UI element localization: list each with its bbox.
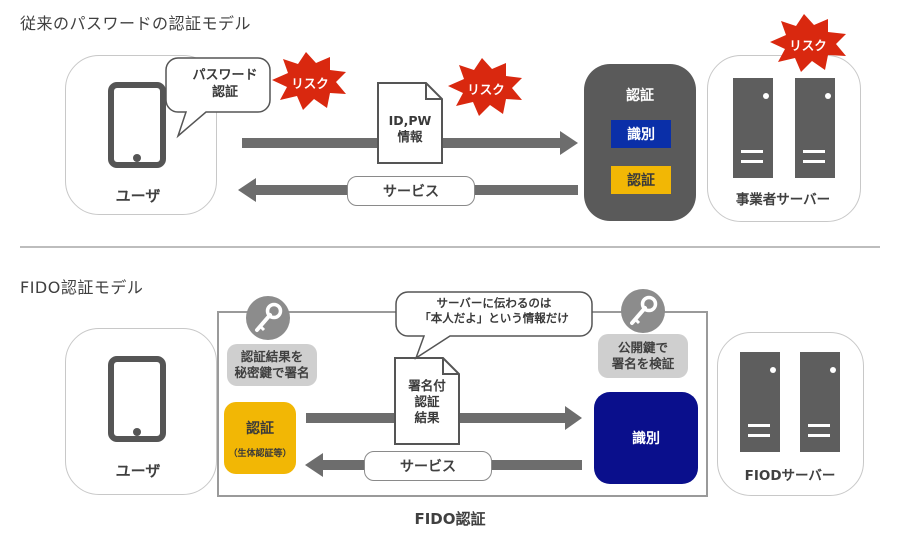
doc-line-1: ID,PW — [388, 113, 432, 128]
fido-auth-box-title: 認証 — [246, 420, 274, 437]
sign-badge-line-2: 秘密鍵で署名 — [234, 365, 310, 380]
password-speech-bubble — [165, 57, 271, 139]
idpw-document-icon — [377, 82, 443, 164]
bubble-line-2: 認証 — [211, 85, 238, 100]
signed-document-icon — [394, 357, 460, 445]
risk-burst-3 — [770, 14, 846, 72]
server-label: 事業者サーバー — [735, 192, 831, 208]
idpw-document-text: ID,PW 情報 — [378, 113, 442, 145]
fido-service-pill: サービス — [364, 451, 492, 481]
sign-badge-line-1: 認証結果を — [240, 349, 304, 364]
fido-doc-line-3: 結果 — [414, 410, 440, 425]
section-divider — [20, 246, 880, 248]
risk-burst-2 — [448, 58, 522, 116]
fido-auth-box: 認証 （生体認証等） — [224, 402, 296, 474]
signed-document-text: 署名付 認証 結果 — [395, 378, 459, 426]
tablet-icon — [108, 82, 166, 168]
risk-burst-1 — [272, 52, 346, 110]
private-key-icon — [246, 296, 290, 340]
fido-speech-bubble — [395, 291, 593, 360]
bubble-line-1: パスワード — [192, 68, 258, 83]
fido-auth-box-sub: （生体認証等） — [228, 448, 292, 459]
fido-bubble-text: サーバーに伝わるのは 「本人だよ」という情報だけ — [398, 296, 590, 326]
auth-box-title: 認証 — [626, 88, 654, 104]
traditional-title: 従来のパスワードの認証モデル — [20, 14, 252, 33]
verify-badge: 公開鍵で 署名を検証 — [598, 334, 688, 378]
password-bubble-text: パスワード 認証 — [175, 62, 275, 106]
fido-user-label: ユーザ — [115, 462, 161, 480]
verify-badge-line-2: 署名を検証 — [611, 356, 675, 371]
authenticate-badge: 認証 — [611, 166, 671, 194]
fido-doc-line-1: 署名付 — [408, 378, 446, 393]
fido-bubble-line-2: 「本人だよ」という情報だけ — [419, 311, 569, 325]
verify-badge-line-1: 公開鍵で — [617, 340, 668, 355]
fido-bubble-line-1: サーバーに伝わるのは — [436, 296, 552, 310]
service-pill: サービス — [347, 176, 475, 206]
public-key-icon — [621, 289, 665, 333]
fido-doc-line-2: 認証 — [414, 394, 440, 409]
risk-label-2: リスク — [467, 82, 505, 97]
fido-title: FIDO認証モデル — [20, 278, 144, 297]
sign-badge: 認証結果を 秘密鍵で署名 — [227, 344, 317, 386]
fido-frame-label: FIDO認証 — [414, 510, 486, 528]
server-icon — [733, 78, 835, 178]
user-label: ユーザ — [115, 187, 161, 205]
risk-label-1: リスク — [291, 76, 329, 91]
fido-server-label: FIODサーバー — [744, 468, 836, 484]
fido-tablet-icon — [108, 356, 166, 442]
doc-line-2: 情報 — [397, 129, 423, 144]
fido-identify-box: 識別 — [594, 392, 698, 484]
identify-badge: 識別 — [611, 120, 671, 148]
fido-server-icon — [740, 352, 840, 452]
server-panel — [707, 55, 861, 222]
risk-label-3: リスク — [789, 38, 827, 53]
